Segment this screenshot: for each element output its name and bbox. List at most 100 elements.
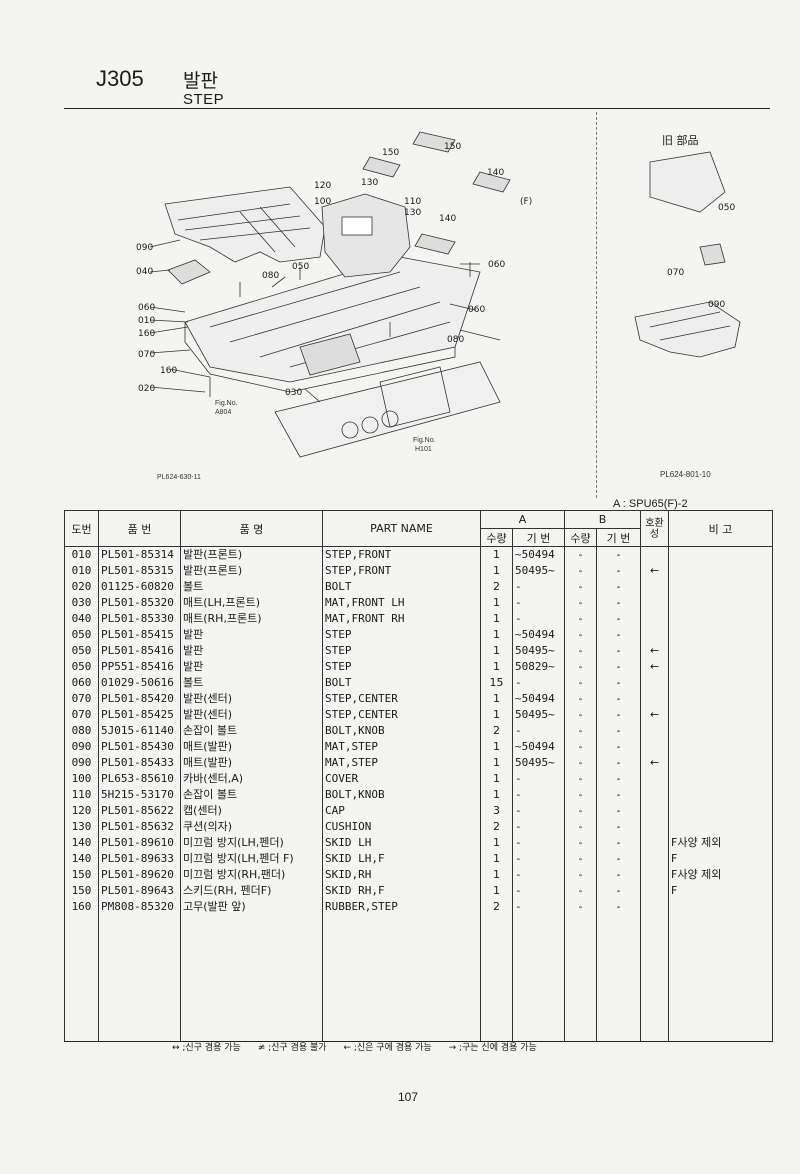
row-compat: ← [640, 563, 670, 579]
callout-110: 110 [404, 197, 422, 207]
row-remarks [668, 691, 774, 707]
row-remarks [668, 787, 774, 803]
old-parts-sheet-number: PL624-801-10 [660, 470, 711, 479]
diagram-sheet-number: PL624-630-11 [157, 474, 201, 481]
empty-cell [180, 915, 323, 1042]
row-a-qty: 1 [480, 707, 513, 723]
row-part-name: MAT,STEP [322, 739, 481, 755]
row-part-name: STEP [322, 659, 481, 675]
row-no: 050 [64, 627, 99, 643]
row-part-name: SKID,RH [322, 867, 481, 883]
skid-pad-illustration [362, 156, 401, 178]
callout-150: 150 [444, 142, 462, 152]
row-name-kr: 매트(LH,프론트) [180, 595, 323, 611]
empty-cell [64, 915, 99, 1042]
row-compat [640, 899, 670, 915]
old-parts-title: 旧 部品 [662, 134, 699, 147]
col-header-part-name: PART NAME [322, 510, 481, 547]
row-b-qty: - [564, 627, 597, 643]
row-part-no: PL501-85632 [98, 819, 181, 835]
row-b-qty: - [564, 819, 597, 835]
empty-cell [595, 915, 642, 1042]
row-a-serial: - [512, 611, 565, 627]
row-b-qty: - [564, 851, 597, 867]
row-compat [640, 691, 670, 707]
row-remarks [668, 771, 774, 787]
empty-cell [640, 915, 670, 1042]
row-a-qty: 1 [480, 611, 513, 627]
fig-ref-label: Fig.No. [413, 437, 436, 444]
row-a-serial: - [512, 579, 565, 595]
row-b-qty: - [564, 739, 597, 755]
row-part-no: PL501-85415 [98, 627, 181, 643]
row-a-serial: ~50494 [512, 739, 565, 755]
row-part-no: PL501-85330 [98, 611, 181, 627]
row-name-kr: 손잡이 볼트 [180, 723, 323, 739]
callout-080: 080 [447, 335, 465, 345]
row-name-kr: 미끄럼 방지(LH,펜더 F) [180, 851, 323, 867]
row-a-qty: 1 [480, 546, 513, 563]
row-b-serial: - [595, 691, 642, 707]
row-b-qty: - [564, 659, 597, 675]
row-a-qty: 1 [480, 627, 513, 643]
row-remarks [668, 627, 774, 643]
row-compat [640, 787, 670, 803]
row-b-serial: - [595, 787, 642, 803]
row-no: 090 [64, 755, 99, 771]
row-name-kr: 쿠션(의자) [180, 819, 323, 835]
callout-130: 130 [361, 178, 379, 188]
row-b-serial: - [595, 739, 642, 755]
row-name-kr: 손잡이 볼트 [180, 787, 323, 803]
callout-150: 150 [382, 148, 400, 158]
row-part-name: RUBBER,STEP [322, 899, 481, 915]
row-compat [640, 835, 670, 851]
row-no: 040 [64, 611, 99, 627]
row-name-kr: 발판(프론트) [180, 563, 323, 579]
row-b-serial: - [595, 611, 642, 627]
row-b-qty: - [564, 867, 597, 883]
row-name-kr: 발판 [180, 659, 323, 675]
old-callout-090: 090 [708, 300, 726, 310]
row-part-no: PL501-85433 [98, 755, 181, 771]
row-part-no: PL501-85430 [98, 739, 181, 755]
row-remarks [668, 707, 774, 723]
row-no: 150 [64, 867, 99, 883]
row-b-qty: - [564, 835, 597, 851]
row-a-qty: 1 [480, 595, 513, 611]
row-a-qty: 1 [480, 739, 513, 755]
callout-040: 040 [136, 267, 154, 277]
row-b-serial: - [595, 835, 642, 851]
row-a-serial: ~50494 [512, 546, 565, 563]
row-b-serial: - [595, 659, 642, 675]
callout-140: 140 [487, 168, 505, 178]
row-a-serial: - [512, 883, 565, 899]
callout-060: 060 [488, 260, 506, 270]
row-a-serial: - [512, 787, 565, 803]
row-no: 100 [64, 771, 99, 787]
row-part-no: 5J015-61140 [98, 723, 181, 739]
row-name-kr: 매트(RH,프론트) [180, 611, 323, 627]
row-b-serial: - [595, 851, 642, 867]
row-a-qty: 1 [480, 771, 513, 787]
row-a-qty: 2 [480, 723, 513, 739]
row-part-name: BOLT [322, 579, 481, 595]
row-b-qty: - [564, 707, 597, 723]
step-illustration [184, 256, 481, 393]
row-b-serial: - [595, 883, 642, 899]
row-remarks [668, 579, 774, 595]
row-no: 160 [64, 899, 99, 915]
row-b-serial: - [595, 563, 642, 579]
row-part-name: MAT,FRONT LH [322, 595, 481, 611]
row-part-name: CAP [322, 803, 481, 819]
empty-cell [480, 915, 513, 1042]
callout-130: 130 [404, 208, 422, 218]
row-b-qty: - [564, 579, 597, 595]
row-b-qty: - [564, 643, 597, 659]
row-b-serial: - [595, 803, 642, 819]
